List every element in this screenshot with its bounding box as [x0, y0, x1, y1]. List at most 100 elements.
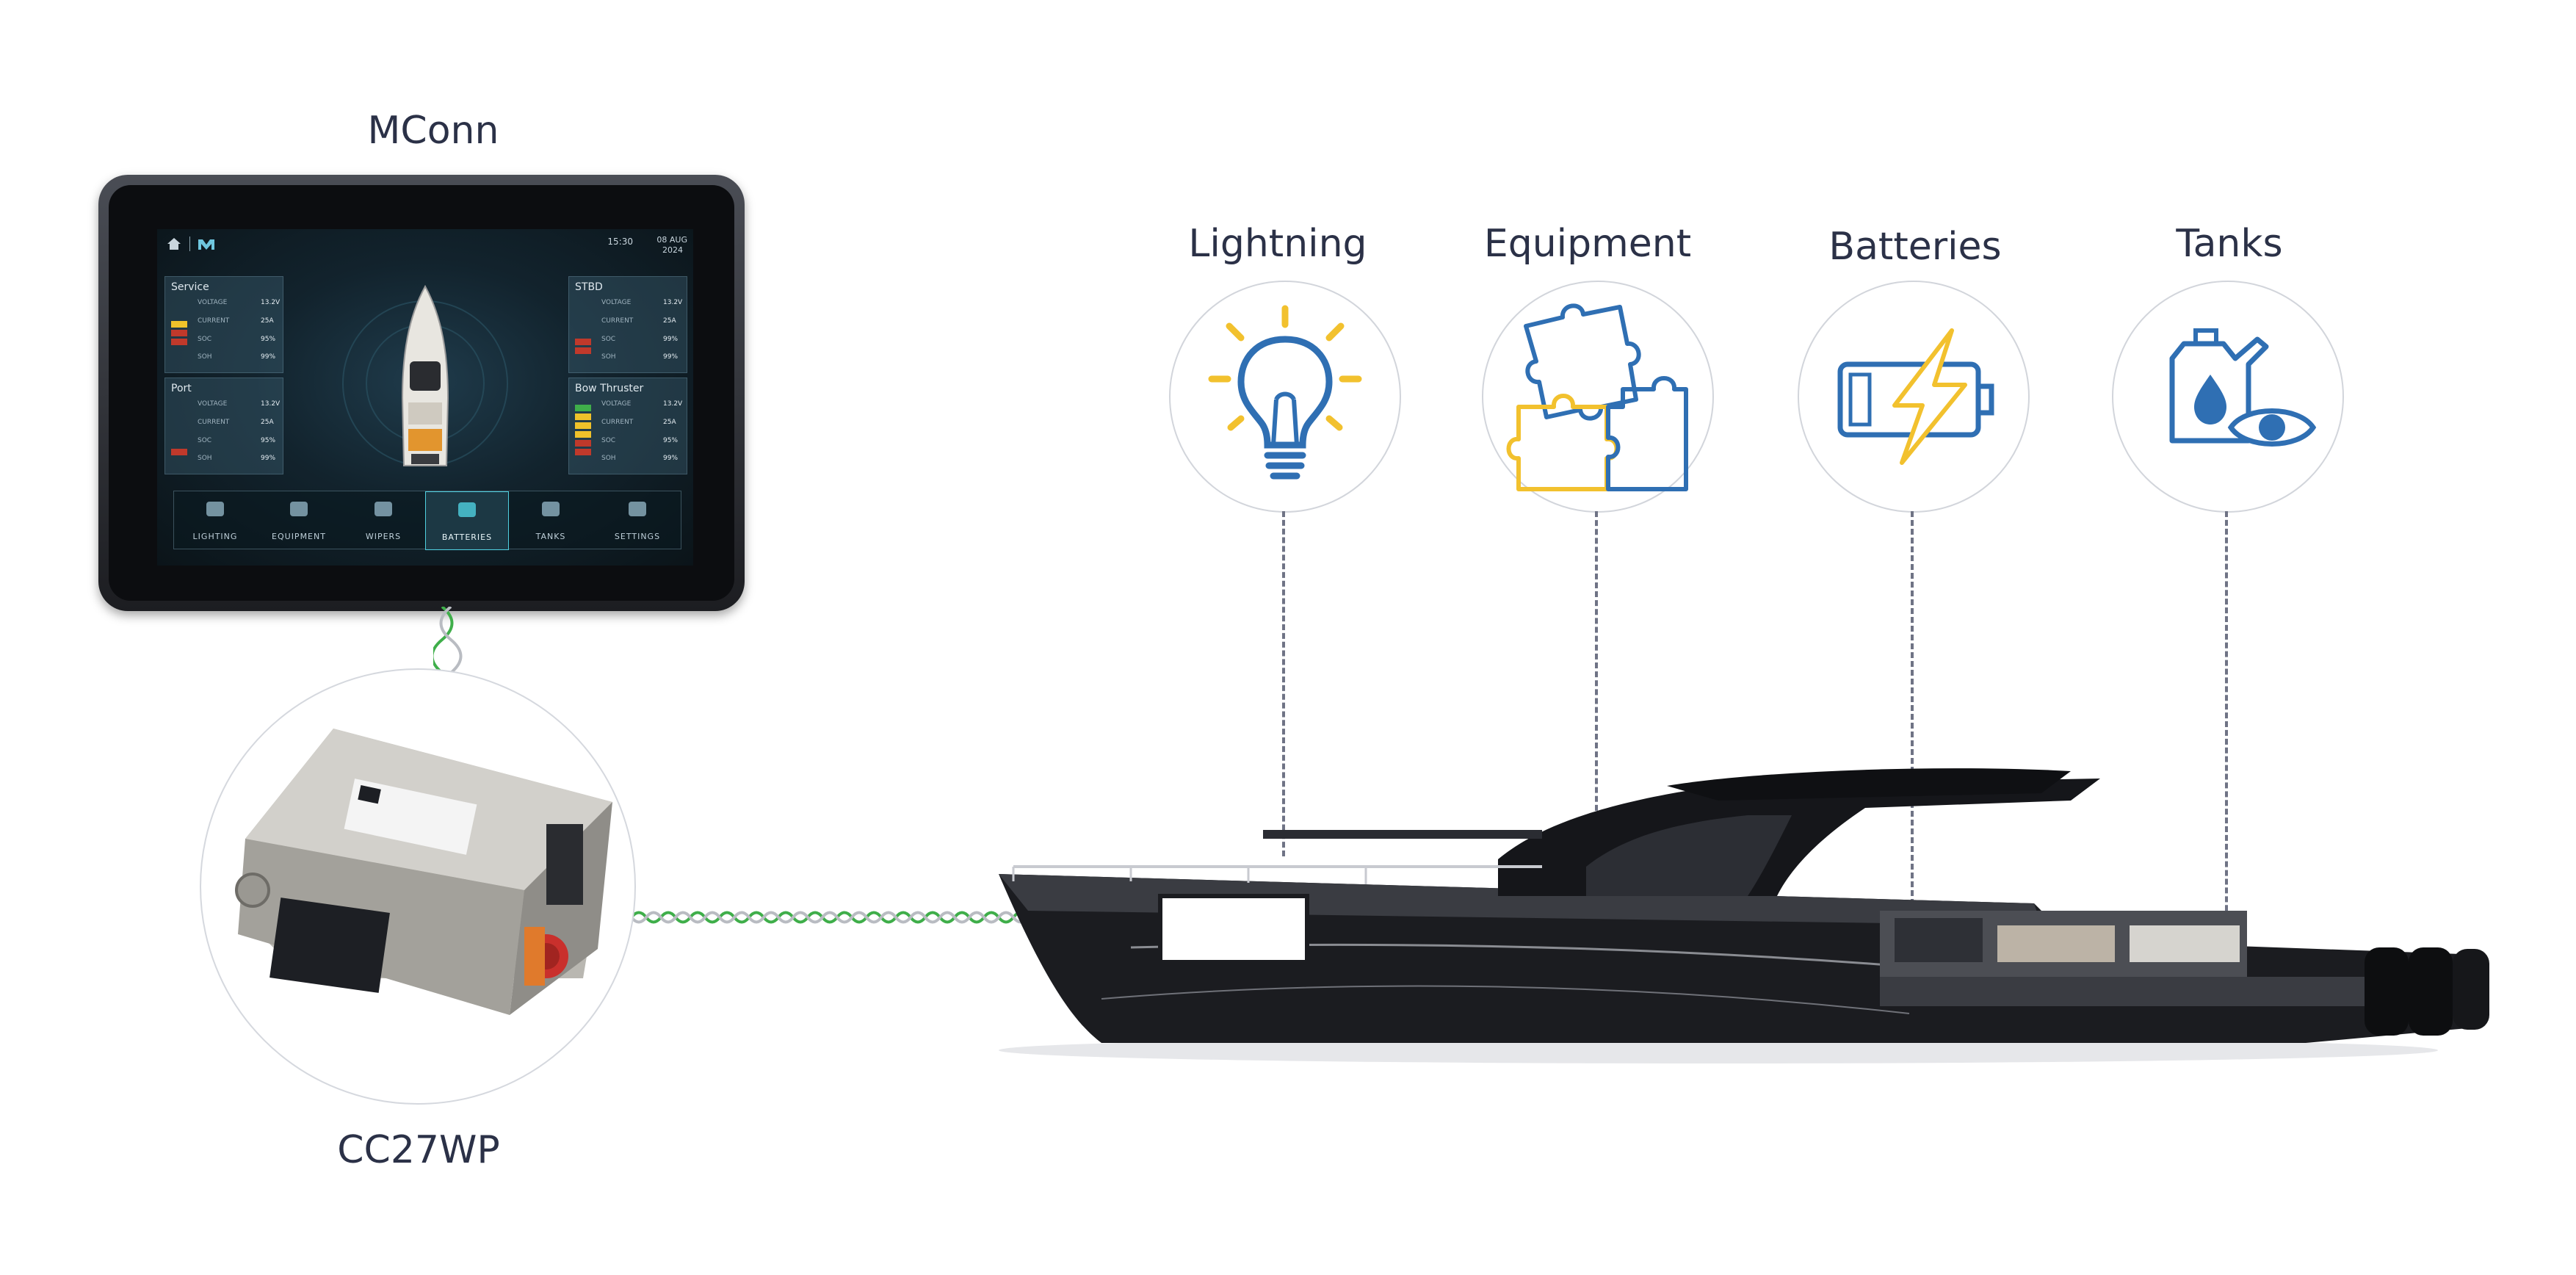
row-value: 99%	[663, 336, 679, 343]
nav-label: EQUIPMENT	[272, 532, 326, 541]
home-icon[interactable]	[166, 236, 182, 251]
feature-label-batteries: Batteries	[1828, 225, 2002, 269]
mconn-display: 15:30 08 AUG 2024 Service VOLTAGE 13.2V C…	[98, 175, 745, 611]
lighting-icon	[206, 502, 224, 516]
network-cable-vertical	[433, 607, 463, 673]
row-label: VOLTAGE	[198, 299, 228, 306]
row-label: CURRENT	[198, 419, 230, 426]
panel-title: STBD	[575, 281, 603, 293]
row-label: SOH	[601, 353, 616, 361]
nav-label: WIPERS	[365, 532, 402, 541]
clock-date: 08 AUG	[656, 235, 687, 245]
header-divider	[189, 236, 190, 251]
row-value: 25A	[663, 317, 676, 325]
level-bar	[575, 405, 591, 411]
row-value: 95%	[261, 437, 276, 444]
battery-panel-port[interactable]: Port VOLTAGE 13.2V CURRENT 25A SOC 95% SOH 9…	[164, 378, 283, 474]
connector-line-tanks	[2225, 511, 2228, 937]
display-screen: 15:30 08 AUG 2024 Service VOLTAGE 13.2V C…	[157, 229, 693, 566]
display-bezel: 15:30 08 AUG 2024 Service VOLTAGE 13.2V C…	[109, 185, 734, 601]
puzzle-icon	[1506, 303, 1688, 491]
feature-circle-tanks[interactable]	[2112, 281, 2344, 513]
level-bar	[575, 339, 591, 345]
battery-panel-service[interactable]: Service VOLTAGE 13.2V CURRENT 25A SOC 95% S…	[164, 276, 283, 373]
clock-time: 15:30	[607, 236, 633, 247]
row-label: SOC	[601, 437, 616, 444]
battery-panel-stbd[interactable]: STBD VOLTAGE 13.2V CURRENT 25A SOC 99% SOH 9…	[568, 276, 687, 373]
row-value: 99%	[261, 455, 276, 462]
panel-title: Service	[171, 281, 209, 293]
row-value: 95%	[663, 437, 679, 444]
feature-label-tanks: Tanks	[2176, 222, 2283, 266]
level-bar	[575, 413, 591, 420]
row-value: 25A	[261, 317, 274, 325]
network-cable-horizontal	[632, 911, 1043, 924]
row-value: 95%	[261, 336, 276, 343]
brand-logo-icon	[198, 239, 214, 250]
connector-line-batteries	[1911, 511, 1914, 922]
level-bar	[575, 431, 591, 438]
connector-line-equipment	[1595, 511, 1598, 820]
row-label: SOH	[198, 353, 212, 361]
level-bar	[171, 449, 187, 455]
nav-label: TANKS	[535, 532, 566, 541]
level-bar	[171, 321, 187, 328]
settings-icon	[629, 502, 646, 516]
panel-title: Bow Thruster	[575, 383, 644, 394]
row-value: 13.2V	[261, 400, 281, 408]
row-label: CURRENT	[198, 317, 230, 325]
row-label: CURRENT	[601, 419, 634, 426]
feature-circle-lightning[interactable]	[1169, 281, 1401, 513]
feature-label-lightning: Lightning	[1188, 222, 1367, 266]
row-label: SOC	[198, 336, 212, 343]
clock-year: 2024	[662, 245, 683, 255]
row-label: SOH	[198, 455, 212, 462]
level-bar	[575, 347, 591, 354]
nav-item-lighting[interactable]: LIGHTING	[174, 491, 256, 549]
module-label: CC27WP	[337, 1128, 500, 1172]
level-bar	[575, 449, 591, 455]
nav-label: LIGHTING	[192, 532, 238, 541]
row-value: 13.2V	[663, 299, 683, 306]
row-value: 99%	[663, 455, 679, 462]
row-value: 25A	[261, 419, 274, 426]
level-bar	[575, 440, 591, 447]
row-label: VOLTAGE	[198, 400, 228, 408]
nav-item-settings[interactable]: SETTINGS	[594, 491, 681, 549]
row-value: 99%	[663, 353, 679, 361]
battery-charging-icon	[1837, 328, 1994, 465]
row-label: SOH	[601, 455, 616, 462]
fuel-tank-icon	[2169, 328, 2317, 447]
level-bar	[575, 422, 591, 429]
bottom-nav: LIGHTING EQUIPMENT WIPERS BATTERIES TANK…	[173, 491, 681, 550]
level-bar	[171, 339, 187, 345]
feature-circle-equipment[interactable]	[1482, 281, 1714, 513]
boat-top-view-icon	[342, 284, 508, 466]
nav-item-tanks[interactable]: TANKS	[507, 491, 594, 549]
display-label: MConn	[367, 109, 499, 153]
control-module-icon	[235, 729, 612, 1015]
equipment-icon	[290, 502, 308, 516]
row-label: SOC	[198, 437, 212, 444]
connector-line-lightning	[1282, 511, 1285, 856]
nav-item-equipment[interactable]: EQUIPMENT	[256, 491, 341, 549]
row-label: SOC	[601, 336, 616, 343]
nav-item-batteries[interactable]: BATTERIES	[425, 491, 509, 550]
row-value: 13.2V	[261, 299, 281, 306]
level-bar	[171, 330, 187, 336]
row-label: VOLTAGE	[601, 299, 632, 306]
feature-circle-batteries[interactable]	[1798, 281, 2030, 513]
yacht-image	[999, 768, 2489, 1063]
row-value: 99%	[261, 353, 276, 361]
panel-title: Port	[171, 383, 192, 394]
nav-item-wipers[interactable]: WIPERS	[341, 491, 425, 549]
row-label: CURRENT	[601, 317, 634, 325]
batteries-icon	[458, 502, 476, 517]
feature-label-equipment: Equipment	[1483, 222, 1692, 266]
tanks-icon	[542, 502, 560, 516]
wipers-icon	[375, 502, 392, 516]
row-value: 25A	[663, 419, 676, 426]
row-label: VOLTAGE	[601, 400, 632, 408]
cc27wp-module-circle	[200, 668, 636, 1105]
